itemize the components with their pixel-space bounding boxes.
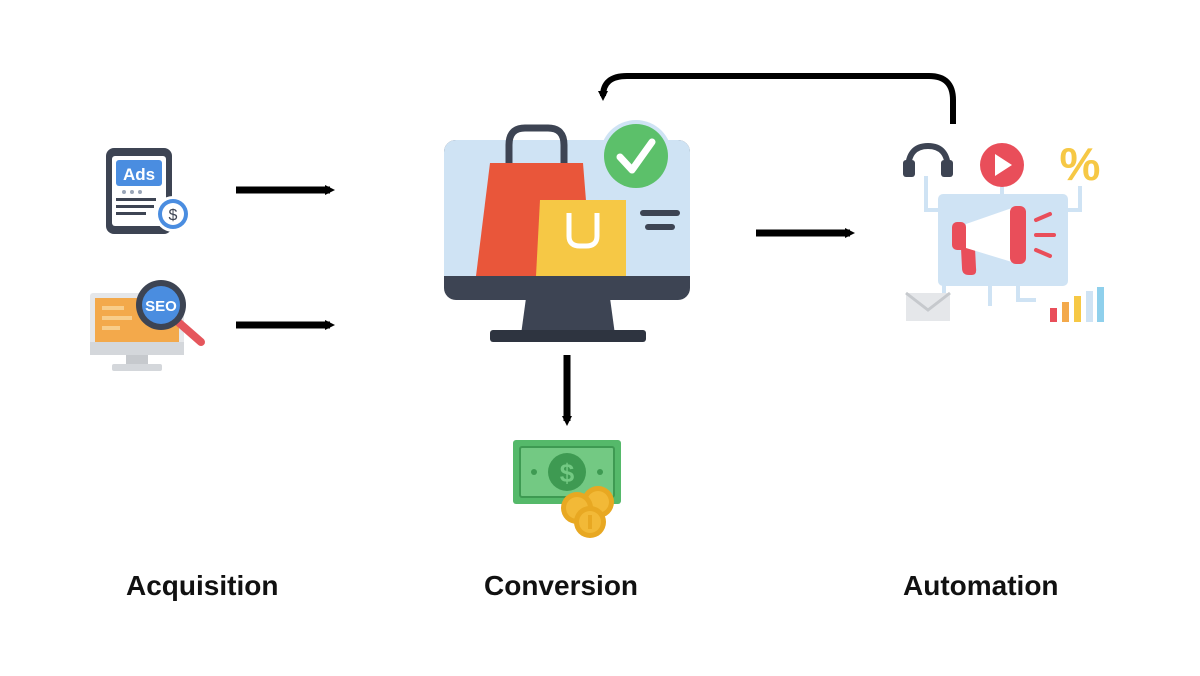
dollar-sign-icon: $ <box>169 207 178 224</box>
stage-label-automation: Automation <box>903 570 1059 601</box>
svg-text:%: % <box>1060 138 1101 190</box>
megaphone-icon <box>952 206 1056 275</box>
marketing-automation-icon: % <box>903 138 1104 322</box>
stage-label-conversion: Conversion <box>484 570 639 601</box>
bar-chart-icon <box>1050 287 1104 322</box>
headset-icon <box>903 142 953 177</box>
ads-phone-icon: Ads $ <box>106 148 191 234</box>
cash-money-icon: $ <box>513 440 621 538</box>
shopping-monitor-icon <box>444 120 690 342</box>
arrow-automation-loop-to-conversion <box>598 73 956 124</box>
percent-icon: % <box>1060 138 1101 190</box>
stage-label-acquisition: Acquisition <box>126 570 279 601</box>
cash-dollar-sign: $ <box>560 458 575 488</box>
check-badge-icon <box>604 124 668 188</box>
envelope-icon <box>905 291 951 321</box>
ads-text: Ads <box>123 165 155 184</box>
seo-monitor-icon: SEO <box>90 280 205 371</box>
play-button-icon <box>980 143 1024 187</box>
seo-text: SEO <box>145 298 177 315</box>
